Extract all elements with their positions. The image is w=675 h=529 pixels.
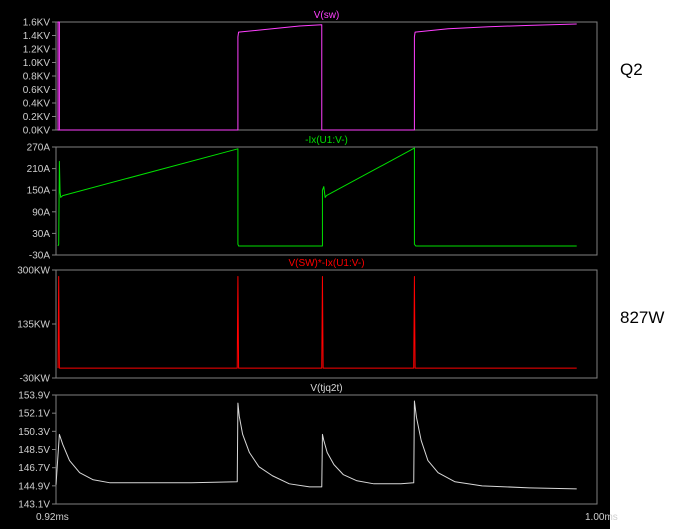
y-tick-label-1-4: 210A [27, 164, 51, 175]
y-tick-label-0-7: 1.4KV [23, 31, 51, 42]
pane-frame-1 [55, 146, 598, 256]
y-tick-label-3-4: 150.3V [18, 427, 50, 438]
y-tick-label-2-2: 300KW [17, 266, 50, 277]
y-tick-label-0-0: 0.0KV [23, 126, 51, 137]
pane-title-0: V(sw) [314, 10, 340, 21]
y-tick-label-1-2: 90A [32, 207, 50, 218]
y-tick-label-0-4: 0.8KV [23, 72, 51, 83]
trace-2-0 [57, 276, 577, 369]
y-tick-label-0-1: 0.2KV [23, 112, 51, 123]
pane-title-1: -Ix(U1:V-) [305, 135, 348, 146]
y-tick-label-0-5: 1.0KV [23, 58, 51, 69]
y-tick-label-3-0: 143.1V [18, 500, 50, 511]
waveform-viewer: 0.0KV 0.2KV 0.4KV 0.6KV 0.8KV 1.0KV 1.2KV 1.4KV… [0, 0, 618, 529]
trace-1-0 [57, 147, 577, 247]
trace-0-0 [57, 21, 577, 131]
y-tick-label-3-6: 153.9V [18, 391, 50, 402]
y-tick-label-1-5: 270A [27, 143, 51, 154]
pane-frame-0 [55, 21, 598, 131]
y-tick-label-0-3: 0.6KV [23, 85, 51, 96]
y-tick-label-0-8: 1.6KV [23, 18, 51, 29]
y-tick-label-3-2: 146.7V [18, 463, 50, 474]
pane-title-3: V(tjq2t) [310, 383, 342, 394]
y-tick-label-0-2: 0.4KV [23, 99, 51, 110]
y-tick-label-1-0: -30A [29, 251, 50, 262]
trace-3-0 [55, 400, 577, 490]
side-label-top: Q2 [620, 60, 643, 79]
y-tick-label-2-1: 135KW [17, 320, 50, 331]
y-tick-label-0-6: 1.2KV [23, 45, 51, 56]
y-tick-label-2-0: -30KW [19, 374, 50, 385]
x-tick-label-0: 0.92ms [36, 512, 69, 523]
y-tick-label-3-1: 144.9V [18, 481, 50, 492]
pane-title-2: V(SW)*-Ix(U1:V-) [288, 258, 364, 269]
plot-canvas: 0.0KV 0.2KV 0.4KV 0.6KV 0.8KV 1.0KV 1.2KV 1.4KV… [17, 10, 618, 523]
y-tick-label-3-3: 148.5V [18, 445, 50, 456]
x-tick-label-1: 1.00ms [585, 512, 618, 523]
y-tick-label-3-5: 152.1V [18, 409, 50, 420]
side-label-middle: 827W [620, 308, 665, 327]
y-tick-label-1-1: 30A [32, 229, 50, 240]
y-tick-label-1-3: 150A [27, 186, 51, 197]
pane-frame-2 [55, 269, 598, 379]
